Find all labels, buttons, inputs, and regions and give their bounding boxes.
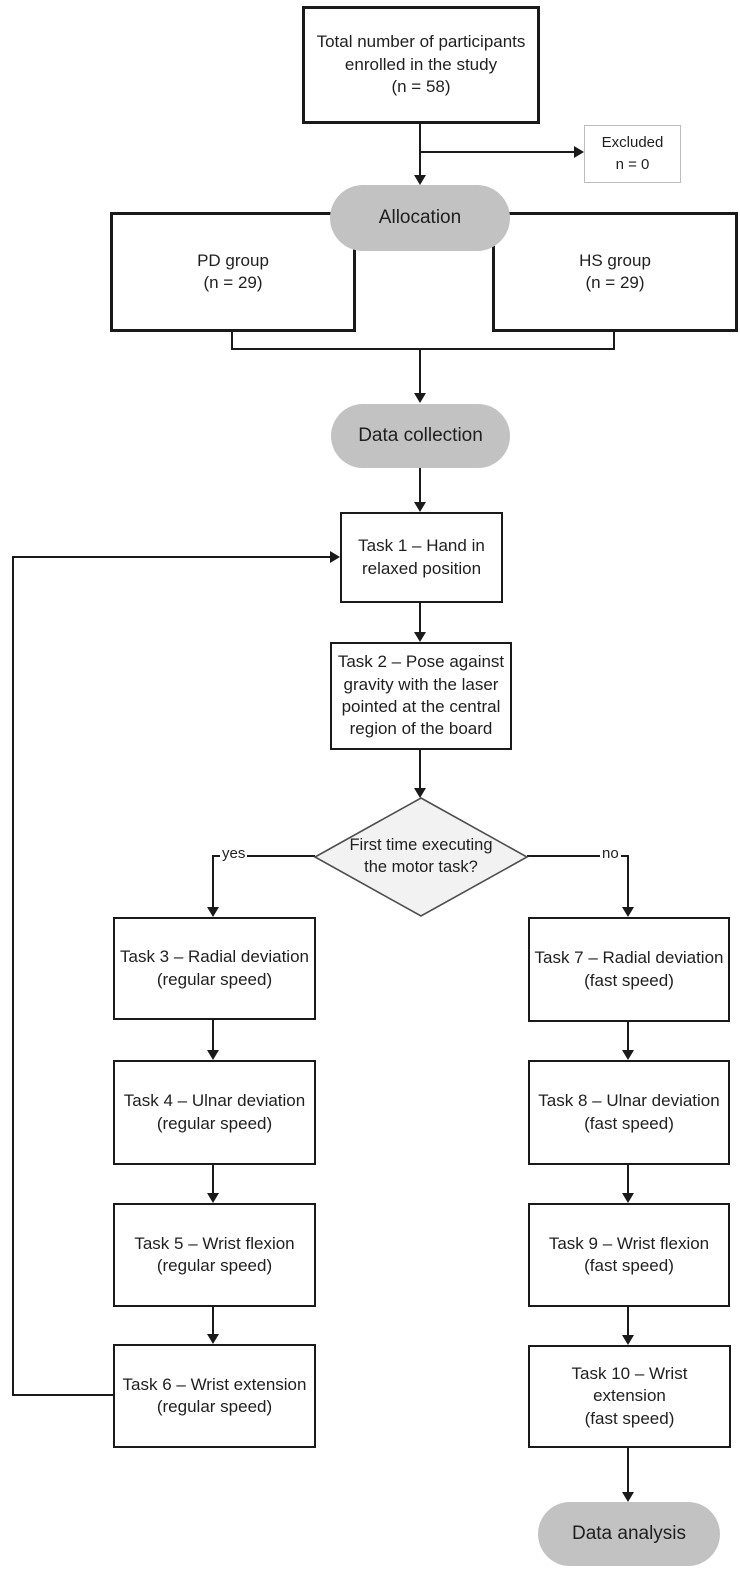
node-task6: Task 6 – Wrist extension (regular speed) xyxy=(113,1344,316,1448)
arrowhead-down-icon xyxy=(207,1193,219,1203)
arrowhead-down-icon xyxy=(207,907,219,917)
arrowhead-down-icon xyxy=(622,1492,634,1502)
connector-line xyxy=(627,1448,629,1492)
node-task7: Task 7 – Radial deviation (fast speed) xyxy=(528,917,730,1022)
arrowhead-down-icon xyxy=(414,502,426,512)
connector-line xyxy=(419,348,421,394)
node-task9: Task 9 – Wrist flexion (fast speed) xyxy=(528,1203,730,1307)
arrowhead-down-icon xyxy=(207,1334,219,1344)
connector-line xyxy=(212,1165,214,1193)
arrowhead-down-icon xyxy=(622,907,634,917)
arrowhead-down-icon xyxy=(414,788,426,798)
node-task2: Task 2 – Pose against gravity with the l… xyxy=(330,642,512,750)
arrowhead-down-icon xyxy=(414,175,426,185)
node-enrollment: Total number of participants enrolled in… xyxy=(302,6,540,124)
branch-label-yes: yes xyxy=(220,845,248,863)
terminator-data-analysis: Data analysis xyxy=(538,1502,720,1566)
connector-line xyxy=(212,855,214,907)
connector-line xyxy=(13,1394,113,1396)
connector-line xyxy=(212,1020,214,1050)
node-task4: Task 4 – Ulnar deviation (regular speed) xyxy=(113,1060,316,1165)
node-task10: Task 10 – Wrist extension (fast speed) xyxy=(528,1345,731,1448)
connector-line xyxy=(213,855,315,857)
connector-line xyxy=(627,1165,629,1193)
node-task1: Task 1 – Hand in relaxed position xyxy=(340,512,503,603)
terminator-allocation: Allocation xyxy=(330,185,510,251)
arrowhead-right-icon xyxy=(330,551,340,563)
arrowhead-down-icon xyxy=(414,632,426,642)
arrowhead-down-icon xyxy=(622,1193,634,1203)
decision-diamond xyxy=(313,797,529,917)
connector-line xyxy=(419,468,421,504)
connector-line xyxy=(419,603,421,633)
connector-line xyxy=(627,1307,629,1335)
node-excluded: Excluded n = 0 xyxy=(584,125,681,183)
connector-line xyxy=(627,855,629,907)
connector-line xyxy=(419,750,421,789)
node-task5: Task 5 – Wrist flexion (regular speed) xyxy=(113,1203,316,1307)
connector-line xyxy=(419,151,575,153)
connector-line xyxy=(212,1307,214,1334)
connector-line xyxy=(613,332,615,350)
node-hs-group: HS group (n = 29) xyxy=(492,212,738,332)
connector-line xyxy=(12,556,14,1396)
connector-line xyxy=(419,124,421,176)
node-pd-group: PD group (n = 29) xyxy=(110,212,356,332)
connector-line xyxy=(231,348,615,350)
connector-line xyxy=(13,556,330,558)
arrowhead-down-icon xyxy=(622,1335,634,1345)
arrowhead-down-icon xyxy=(414,393,426,403)
connector-line xyxy=(231,332,233,350)
terminator-data-collection: Data collection xyxy=(331,404,510,468)
decision-diamond-label: First time executing the motor task? xyxy=(349,836,493,877)
arrowhead-down-icon xyxy=(207,1050,219,1060)
node-task3: Task 3 – Radial deviation (regular speed… xyxy=(113,917,316,1020)
arrowhead-right-icon xyxy=(574,146,584,158)
node-task8: Task 8 – Ulnar deviation (fast speed) xyxy=(528,1060,730,1165)
connector-line xyxy=(627,1022,629,1050)
connector-line xyxy=(527,855,629,857)
arrowhead-down-icon xyxy=(622,1050,634,1060)
branch-label-no: no xyxy=(600,845,621,863)
